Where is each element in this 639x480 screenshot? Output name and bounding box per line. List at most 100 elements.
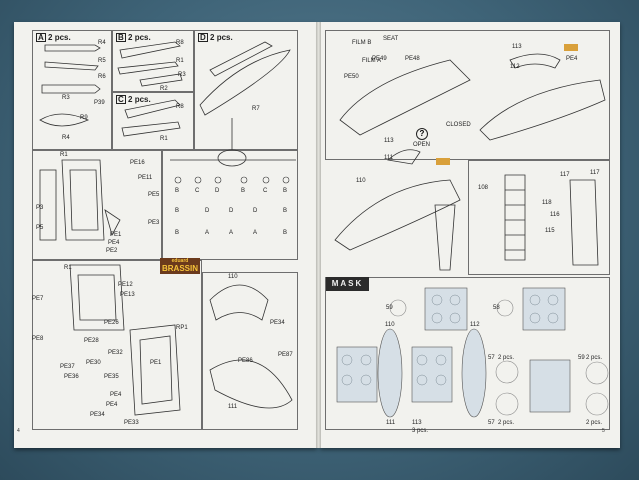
panel-section-a <box>32 30 112 150</box>
part-label: 112 <box>470 322 480 328</box>
part-label: 110 <box>228 274 238 280</box>
pylon-code: D <box>253 208 258 214</box>
pylon-code: A <box>229 230 234 236</box>
part-label: P3 <box>36 205 44 211</box>
part-label: P5 <box>36 225 44 231</box>
part-label: R3 <box>62 95 70 101</box>
panel-brassin-seat <box>32 260 202 430</box>
pylon-code: D <box>205 208 210 214</box>
section-a-label: A 2 pcs. <box>36 33 71 42</box>
pylon-code: B <box>241 188 246 194</box>
part-label: R6 <box>98 74 106 80</box>
part-label: 110 <box>356 178 366 184</box>
part-label: R7 <box>252 106 260 112</box>
part-label: PE30 <box>86 360 101 366</box>
part-label: PE1 <box>150 360 162 366</box>
part-label: PE32 <box>108 350 123 356</box>
part-label: PE35 <box>104 374 119 380</box>
part-label: PE13 <box>120 292 135 298</box>
part-label: PE26 <box>104 320 119 326</box>
panel-section-c <box>112 92 194 150</box>
mask-count: 3 pcs. <box>412 428 429 434</box>
part-label: 59 <box>578 355 585 361</box>
part-label: 117 <box>560 172 570 178</box>
pylon-code: B <box>175 230 180 236</box>
pylon-code: B <box>283 230 288 236</box>
part-label: 111 <box>228 404 238 410</box>
part-label: 108 <box>478 185 489 191</box>
part-label: 59 <box>386 305 393 311</box>
part-label: PE50 <box>344 74 359 80</box>
part-label: R1 <box>60 152 68 158</box>
part-label: R5 <box>98 58 106 64</box>
part-label: 113 <box>412 420 422 426</box>
pylon-code: D <box>215 188 220 194</box>
part-label: PE7 <box>32 296 44 302</box>
part-label: 113 <box>512 44 522 50</box>
part-label: PE5 <box>148 192 160 198</box>
part-label: PE36 <box>64 374 79 380</box>
part-label: PE49 <box>372 56 387 62</box>
part-label: 57 <box>488 355 495 361</box>
part-label: PE34 <box>270 320 285 326</box>
part-label: SEAT <box>383 36 399 42</box>
part-label: 110 <box>385 322 395 328</box>
section-c-label: C 2 pcs. <box>116 95 151 104</box>
panel-pylon-loadout <box>162 150 298 260</box>
part-label: 117 <box>590 170 600 176</box>
part-label: R1 <box>176 58 184 64</box>
part-label: PE4 <box>110 392 122 398</box>
panel-section-d <box>194 30 298 150</box>
pylon-code: B <box>175 208 180 214</box>
part-label: PE1 <box>110 232 122 238</box>
part-label: R4 <box>98 40 106 46</box>
part-label: PE86 <box>238 358 253 364</box>
color-tag-icon <box>436 158 450 165</box>
part-label: FILM A <box>362 58 382 64</box>
part-label: PE3 <box>148 220 160 226</box>
part-label: R2 <box>160 86 168 92</box>
part-label: PE11 <box>138 175 153 181</box>
part-label: 118 <box>542 200 552 206</box>
part-label: FILM B <box>352 40 372 46</box>
color-tag-icon <box>564 44 578 51</box>
mask-count: 2 pcs. <box>498 355 515 361</box>
part-label: 112 <box>510 64 520 70</box>
closed-label: CLOSED <box>446 122 471 128</box>
panel-cockpit-assembly <box>325 30 610 160</box>
part-label: R8 <box>176 104 184 110</box>
part-label: PE8 <box>32 336 44 342</box>
part-label: PE28 <box>84 338 99 344</box>
panel-canopy <box>202 272 298 430</box>
mask-count: 2 pcs. <box>586 420 603 426</box>
pylon-code: A <box>253 230 258 236</box>
pylon-code: C <box>263 188 268 194</box>
open-label: OPEN <box>413 142 431 148</box>
pylon-code: B <box>175 188 180 194</box>
part-label: PE4 <box>108 240 120 246</box>
part-label: R9 <box>80 115 88 121</box>
section-d-label: D 2 pcs. <box>198 33 233 42</box>
part-label: PE12 <box>118 282 133 288</box>
part-label: RP1 <box>176 325 188 331</box>
booklet-spine <box>316 22 321 448</box>
part-label: 57 <box>488 420 495 426</box>
panel-section-b <box>112 30 194 92</box>
part-label: PE34 <box>90 412 105 418</box>
part-label: 116 <box>550 212 560 218</box>
part-label: PE33 <box>124 420 139 426</box>
panel-mask <box>325 277 610 430</box>
pylon-code: C <box>195 188 200 194</box>
part-label: PE16 <box>130 160 145 166</box>
pylon-code: B <box>283 188 288 194</box>
part-label: PE4 <box>106 402 118 408</box>
part-label: PE4 <box>566 56 578 62</box>
page-number-right: 5 <box>602 428 605 434</box>
mask-banner: MASK <box>326 277 369 291</box>
panel-ejection-seat <box>32 150 162 260</box>
section-b-label: B 2 pcs. <box>116 33 151 42</box>
part-label: R8 <box>176 40 184 46</box>
mask-count: 2 pcs. <box>498 420 515 426</box>
